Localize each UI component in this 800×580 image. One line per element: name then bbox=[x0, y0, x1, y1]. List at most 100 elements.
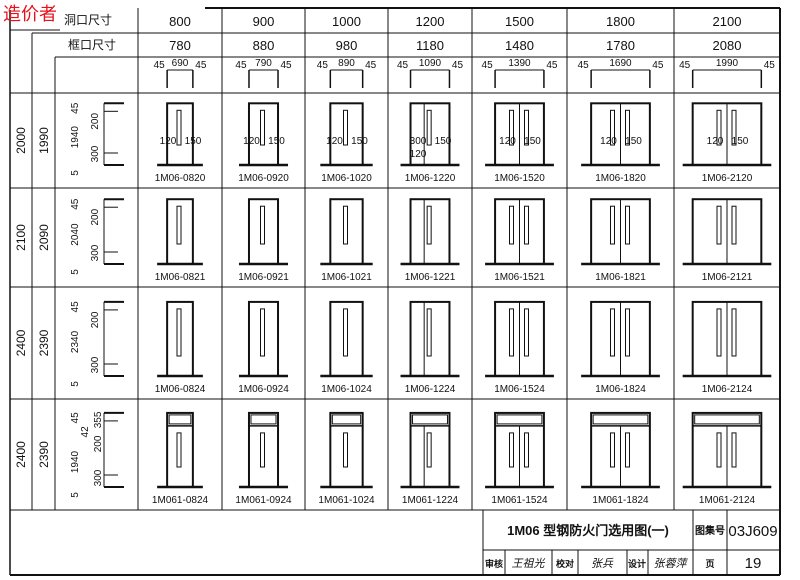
door-elevation bbox=[581, 300, 660, 378]
dimension-text: 120 bbox=[160, 136, 177, 147]
dimension-text: 300 bbox=[90, 244, 101, 261]
vision-panel bbox=[426, 205, 432, 245]
vision-panel bbox=[625, 432, 630, 468]
dimension-text: 150 bbox=[524, 136, 541, 147]
dimension-text: 300 bbox=[90, 145, 101, 162]
dimension-text: 5 bbox=[70, 269, 81, 275]
frame-width: 1480 bbox=[505, 38, 534, 53]
door-frame bbox=[329, 198, 364, 266]
vision-panel bbox=[343, 205, 348, 245]
dimension-text: 120 bbox=[499, 136, 516, 147]
vision-panel bbox=[716, 205, 722, 245]
door-frame bbox=[166, 102, 194, 166]
dimension-text: 45 bbox=[365, 60, 377, 71]
door-elevation bbox=[238, 102, 289, 167]
door-code: 1M06-1521 bbox=[494, 272, 545, 283]
door-code: 1M06-0824 bbox=[155, 384, 206, 395]
frame-height: 2390 bbox=[37, 441, 51, 468]
dimension-text: 1940 bbox=[70, 126, 81, 149]
dimension-text: 45 bbox=[652, 60, 664, 71]
vision-panel bbox=[426, 432, 432, 468]
transom-window bbox=[694, 414, 760, 425]
hole-width: 2100 bbox=[713, 14, 742, 29]
transom-window bbox=[250, 414, 277, 425]
door-frame bbox=[329, 102, 364, 166]
door-elevation bbox=[400, 411, 460, 489]
door-elevation bbox=[400, 198, 460, 266]
door-frame bbox=[166, 411, 194, 488]
hole-width: 800 bbox=[169, 14, 191, 29]
vision-panel bbox=[716, 109, 722, 146]
door-code: 1M06-0820 bbox=[155, 173, 206, 184]
vision-panel bbox=[176, 432, 182, 468]
vision-panel bbox=[524, 205, 529, 245]
dimension-text: 890 bbox=[338, 58, 355, 69]
vision-panel bbox=[731, 109, 737, 146]
frame-width: 880 bbox=[253, 38, 275, 53]
door-code: 1M061-0824 bbox=[152, 495, 209, 506]
door-elevation bbox=[320, 300, 373, 378]
dimension-text: 2040 bbox=[70, 223, 81, 246]
door-frame bbox=[247, 411, 280, 488]
dimension-text: 200 bbox=[90, 208, 101, 225]
door-elevation bbox=[581, 102, 660, 167]
door-code: 1M061-1524 bbox=[491, 495, 548, 506]
frame-size-label: 框口尺寸 bbox=[68, 38, 116, 52]
door-frame bbox=[166, 300, 194, 377]
dimension-text: 1940 bbox=[70, 450, 81, 473]
door-code: 1M06-1020 bbox=[321, 173, 372, 184]
door-frame bbox=[247, 102, 280, 166]
door-code: 1M06-1524 bbox=[494, 384, 545, 395]
frame-width: 780 bbox=[169, 38, 191, 53]
door-frame bbox=[329, 411, 364, 488]
door-code: 1M06-1224 bbox=[405, 384, 456, 395]
transom-window bbox=[168, 414, 192, 425]
page-number: 19 bbox=[745, 555, 762, 572]
dimension-text: 45 bbox=[452, 60, 464, 71]
door-frame bbox=[409, 411, 451, 488]
dimension-text: 120 bbox=[243, 136, 260, 147]
door-elevation bbox=[320, 102, 373, 167]
dimension-text: 5 bbox=[70, 492, 81, 498]
vision-panel bbox=[343, 109, 348, 146]
door-elevation bbox=[320, 198, 373, 266]
dimension-text: 120 bbox=[410, 149, 427, 160]
vision-panel bbox=[716, 432, 722, 468]
transom-window bbox=[412, 414, 448, 425]
dimension-text: 45 bbox=[70, 301, 81, 313]
page-label: 页 bbox=[705, 559, 714, 569]
dimension-text: 42 bbox=[80, 426, 91, 438]
hole-width: 900 bbox=[253, 14, 275, 29]
door-elevation bbox=[581, 411, 660, 489]
drawing-title: 1M06 型钢防火门选用图(一) bbox=[507, 523, 669, 538]
door-code: 1M06-1824 bbox=[595, 384, 646, 395]
design-label: 设计 bbox=[628, 558, 646, 569]
transom-window bbox=[592, 414, 649, 425]
vision-panel bbox=[260, 308, 265, 357]
dimension-text: 45 bbox=[397, 60, 409, 71]
door-elevation bbox=[485, 411, 554, 489]
dimension-text: 120 bbox=[707, 136, 724, 147]
door-elevation bbox=[581, 198, 660, 266]
dimension-text: 150 bbox=[185, 136, 202, 147]
hole-size-label: 洞口尺寸 bbox=[64, 13, 112, 27]
vision-panel bbox=[625, 308, 630, 357]
dimension-text: 120 bbox=[326, 136, 343, 147]
dimension-text: 300 bbox=[90, 356, 101, 373]
vision-panel bbox=[610, 308, 615, 357]
dimension-text: 200 bbox=[90, 311, 101, 328]
check-signature: 张兵 bbox=[591, 557, 614, 570]
door-code: 1M061-1824 bbox=[592, 495, 649, 506]
dimension-text: 1690 bbox=[609, 58, 632, 69]
door-elevation bbox=[157, 198, 203, 266]
door-elevation bbox=[400, 300, 460, 378]
vision-panel bbox=[509, 308, 514, 357]
dimension-text: 45 bbox=[482, 60, 494, 71]
dimension-text: 5 bbox=[70, 170, 81, 176]
dimension-text: 150 bbox=[732, 136, 749, 147]
vision-panel bbox=[509, 109, 514, 146]
frame-height: 2090 bbox=[37, 224, 51, 251]
dimension-text: 5 bbox=[70, 381, 81, 387]
hole-width: 1000 bbox=[332, 14, 361, 29]
door-elevation bbox=[682, 411, 772, 489]
